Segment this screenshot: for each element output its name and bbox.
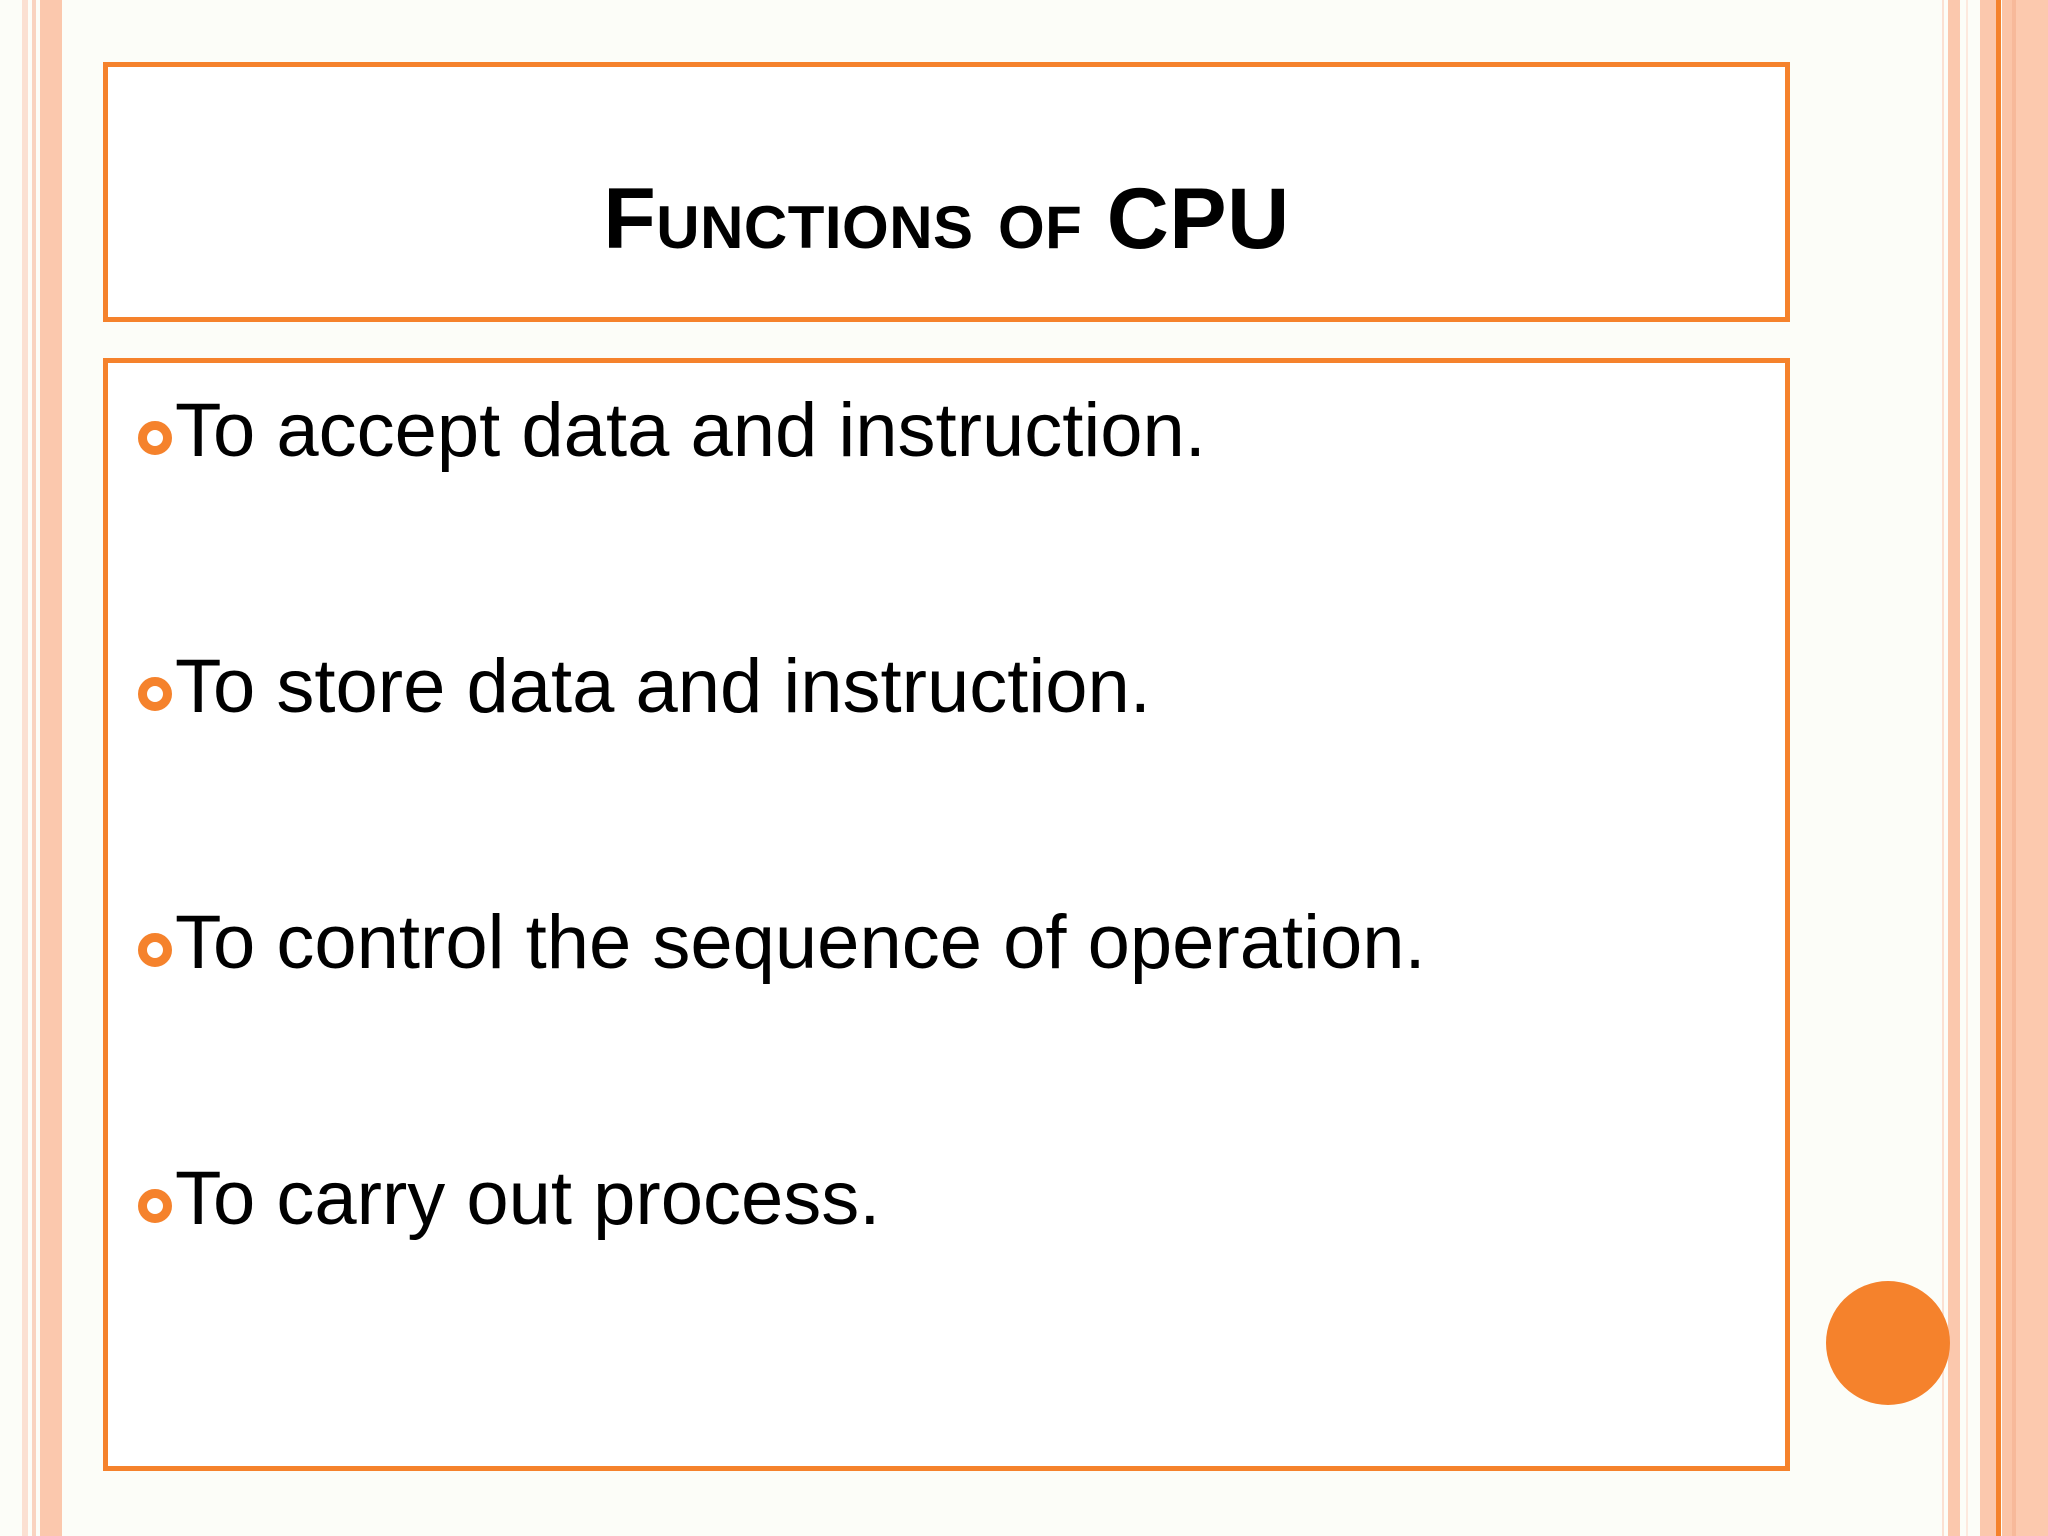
list-item-label: To control the sequence of operation. <box>175 900 1426 985</box>
ring-bullet-icon <box>138 421 172 455</box>
left-edge-stripe-3 <box>40 0 62 1536</box>
right-edge-stripe-6 <box>2002 0 2012 1536</box>
right-edge-stripe-5 <box>1996 0 2001 1536</box>
list-item: To carry out process. <box>108 1159 1785 1415</box>
right-edge-stripe-2 <box>1948 0 1960 1536</box>
left-edge-stripe-1 <box>22 0 28 1536</box>
list-item: To accept data and instruction. <box>108 391 1785 647</box>
right-edge-stripe-1 <box>1942 0 1944 1536</box>
slide-title-box: Functions of CPU <box>103 62 1790 322</box>
ring-bullet-icon <box>138 933 172 967</box>
right-edge-stripe-3 <box>1966 0 1968 1536</box>
list-item-label: To carry out process. <box>175 1156 881 1241</box>
ring-bullet-icon <box>138 1189 172 1223</box>
list-item-label: To accept data and instruction. <box>175 388 1206 473</box>
left-edge-stripe-2 <box>32 0 36 1536</box>
right-edge-stripe-4 <box>1980 0 1998 1536</box>
orange-circle-decoration <box>1826 1281 1950 1405</box>
slide-title: Functions of CPU <box>603 171 1290 267</box>
functions-bullet-list: To accept data and instruction. To store… <box>108 391 1785 1415</box>
right-edge-stripe-8 <box>2016 0 2048 1536</box>
right-edge-stripe-7 <box>2012 0 2016 1536</box>
list-item: To store data and instruction. <box>108 647 1785 903</box>
list-item-label: To store data and instruction. <box>175 644 1151 729</box>
ring-bullet-icon <box>138 677 172 711</box>
slide-content-box: To accept data and instruction. To store… <box>103 358 1790 1471</box>
list-item: To control the sequence of operation. <box>108 903 1785 1159</box>
